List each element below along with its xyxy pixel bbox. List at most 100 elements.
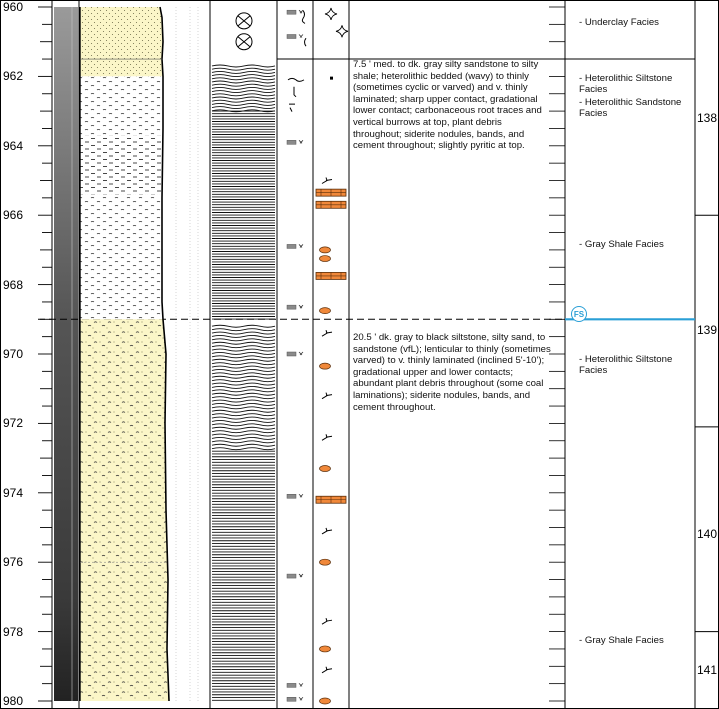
depth-label-976: 976 [3, 555, 24, 570]
depth-label-964: 964 [3, 138, 24, 153]
lamina [211, 447, 276, 451]
gamma-bar [54, 7, 78, 701]
lamina [211, 396, 276, 400]
lamina [211, 348, 276, 352]
lamina [211, 64, 276, 68]
plant-debris-block [286, 9, 297, 15]
plant-debris-0 [286, 9, 304, 15]
siderite-band-1 [315, 200, 347, 209]
lamina [211, 358, 276, 362]
plant-debris-1 [286, 34, 304, 39]
lamina [211, 379, 276, 383]
siderite-nodule-6 [319, 645, 331, 653]
lamina [211, 443, 276, 447]
lamina [211, 433, 276, 437]
root-trace-circle-1 [235, 12, 253, 30]
siderite-band-2 [315, 272, 347, 280]
siderite-nodule-7 [319, 697, 331, 705]
lamina [211, 351, 276, 355]
vertical-burrow-1 [287, 77, 305, 98]
lamina [211, 430, 276, 434]
zone-label-138: 138 [697, 111, 718, 126]
vertical-burrow-2 [289, 103, 295, 112]
lamina [211, 77, 276, 81]
root-trace-circle-2 [235, 33, 253, 51]
lamina [211, 328, 276, 332]
depth-ticks [38, 6, 565, 702]
pyrite-star-2 [335, 25, 349, 38]
lamina [211, 423, 276, 427]
root-trace-2 [304, 37, 307, 47]
lamina [211, 389, 276, 393]
plant-debris-stem [298, 9, 304, 14]
root-trace-cross-1 [237, 15, 251, 27]
burrow-symbol-4 [321, 527, 333, 535]
plant-debris-6 [286, 493, 304, 499]
plant-debris-block [286, 34, 297, 39]
lithology-silty-shale [80, 194, 163, 320]
root-trace-cross-2 [237, 36, 251, 48]
depth-label-962: 962 [3, 69, 24, 84]
laminae-thin-lower [212, 450, 275, 701]
lamina [211, 402, 276, 406]
lithology-silty-sandstone [80, 59, 163, 77]
lamina [211, 409, 276, 413]
plant-debris-block [286, 140, 297, 145]
plant-debris-block [286, 573, 297, 579]
lamina [211, 331, 276, 335]
lamina [211, 90, 276, 94]
lithology-fill [79, 6, 170, 702]
siderite-nodule-0 [319, 246, 331, 254]
plant-debris-block [286, 304, 297, 310]
depth-label-974: 974 [3, 485, 24, 500]
plant-debris-stem [298, 493, 304, 498]
plant-debris-7 [286, 573, 304, 579]
plant-debris-stem [298, 573, 304, 578]
plant-debris-stem [298, 140, 304, 144]
zone-label-140: 140 [697, 527, 718, 542]
lithology-shale [80, 135, 163, 195]
siderite-band-0 [315, 188, 347, 197]
lamina [211, 385, 276, 389]
depth-label-972: 972 [3, 416, 24, 431]
siderite-nodule-1 [319, 255, 331, 262]
unit-description-lower: 20.5 ' dk. gray to black siltstone, silt… [353, 332, 551, 413]
lamina [211, 372, 276, 376]
lamina [211, 83, 276, 87]
plant-debris-stem [298, 304, 304, 309]
lithology-heterolithic [80, 76, 163, 136]
lamination-column [211, 12, 276, 701]
lamina [211, 368, 276, 372]
siderite-nodule-3 [319, 362, 331, 370]
root-trace-1 [301, 10, 306, 24]
lithology-siltstone-sand [80, 319, 168, 563]
lamina [211, 334, 276, 338]
lamina [211, 102, 276, 106]
burrow-symbol-6 [321, 666, 333, 674]
lamina [211, 426, 276, 430]
lamina [211, 382, 276, 386]
plant-debris-stem [298, 683, 304, 687]
plant-debris-stem [298, 351, 304, 356]
zone-label-139: 139 [697, 322, 718, 337]
burrow-symbol-3 [321, 434, 333, 441]
plant-debris-stem [298, 34, 304, 38]
pyrite-star-1 [324, 7, 338, 21]
lamina [211, 355, 276, 359]
siderite-nodule-5 [319, 558, 331, 566]
facies-label-1: - Heterolithic Siltstone Facies [579, 72, 673, 95]
lamina [211, 341, 276, 345]
plant-debris-8 [286, 683, 304, 688]
plant-debris-stem [298, 696, 304, 701]
lamina [211, 392, 276, 396]
lamina [211, 80, 276, 84]
siderite-band-lines [316, 272, 346, 280]
laminae-inclined [211, 324, 276, 451]
lamina [211, 375, 276, 379]
lamina [211, 365, 276, 369]
depth-label-980: 980 [3, 694, 24, 708]
plant-debris-2 [286, 140, 304, 145]
depth-label-966: 966 [3, 208, 24, 223]
plant-debris-block [286, 683, 297, 688]
